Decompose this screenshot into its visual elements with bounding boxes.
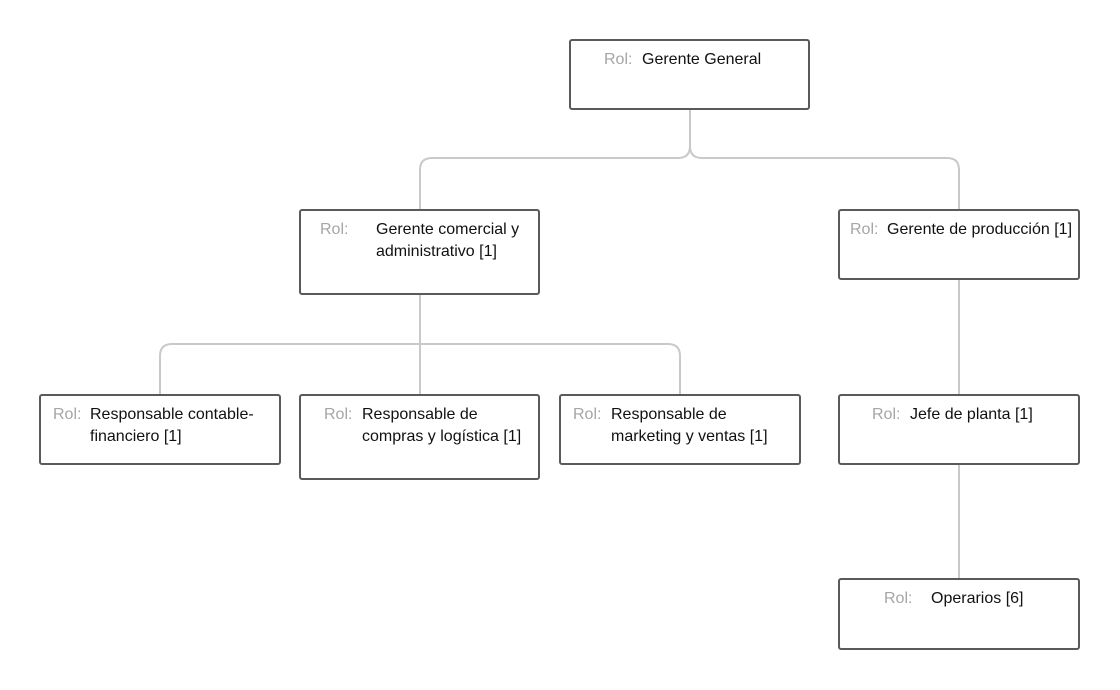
connector-gerente-general-right	[689, 145, 960, 210]
node-gerente-general[interactable]: Rol: Gerente General	[569, 39, 810, 110]
rol-label: Rol:	[872, 406, 901, 423]
node-responsable-contable[interactable]: Rol: Responsable contable-financiero [1]	[39, 394, 281, 465]
connector-comercial-right	[420, 343, 681, 394]
role-name: Responsable de compras y logística [1]	[362, 406, 522, 445]
node-responsable-compras[interactable]: Rol: Responsable de compras y logística …	[299, 394, 540, 480]
role-name: Jefe de planta [1]	[910, 406, 1033, 423]
role-name: Gerente comercial y administrativo [1]	[376, 221, 520, 260]
connector-comercial-left	[159, 295, 421, 394]
node-jefe-planta[interactable]: Rol: Jefe de planta [1]	[838, 394, 1080, 465]
connector-gerente-general-down	[419, 110, 691, 210]
node-operarios[interactable]: Rol: Operarios [6]	[838, 578, 1080, 650]
role-name: Responsable contable-financiero [1]	[90, 406, 254, 445]
role-name: Responsable de marketing y ventas [1]	[611, 406, 768, 445]
rol-label: Rol:	[324, 406, 353, 423]
role-name: Gerente General	[642, 51, 762, 68]
role-name: Operarios [6]	[931, 590, 1024, 607]
node-responsable-marketing[interactable]: Rol: Responsable de marketing y ventas […	[559, 394, 801, 465]
rol-label: Rol:	[53, 406, 82, 423]
node-gerente-comercial[interactable]: Rol: Gerente comercial y administrativo …	[299, 209, 540, 295]
rol-label: Rol:	[573, 406, 602, 423]
role-name: Gerente de producción [1]	[887, 221, 1073, 238]
rol-label: Rol:	[884, 590, 913, 607]
rol-label: Rol:	[320, 221, 349, 238]
rol-label: Rol:	[850, 221, 879, 238]
node-gerente-produccion[interactable]: Rol: Gerente de producción [1]	[838, 209, 1080, 280]
rol-label: Rol:	[604, 51, 633, 68]
